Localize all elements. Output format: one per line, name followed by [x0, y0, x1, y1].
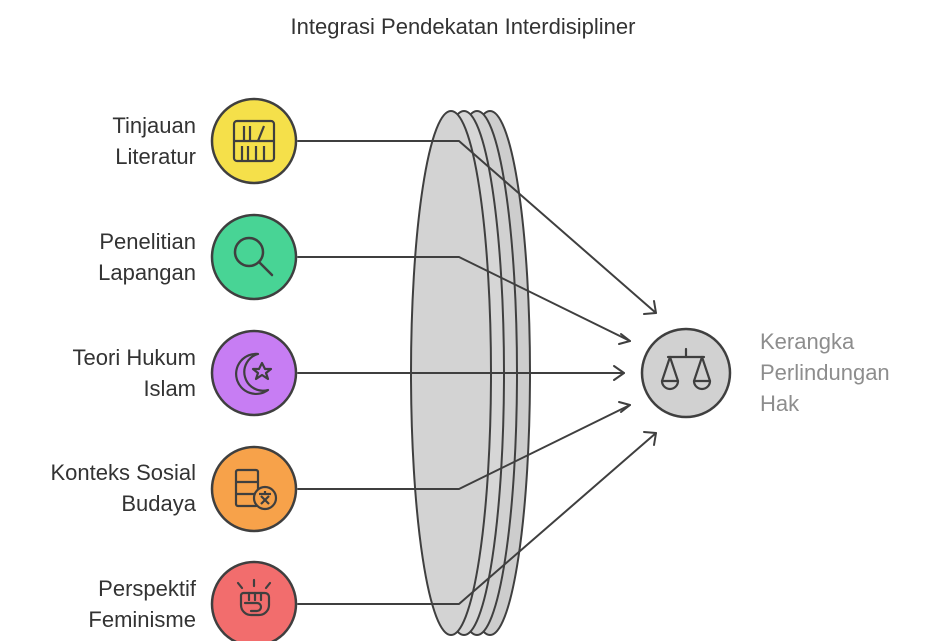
input-label-line: Perspektif: [98, 576, 196, 601]
input-node-konteks-sosial-budaya: [210, 445, 298, 533]
connector-penelitian-lapangan: [297, 256, 631, 345]
target-label-line: Kerangka: [760, 329, 855, 354]
input-label-line: Teori Hukum: [72, 345, 196, 370]
connector-perspektif-feminisme: [297, 431, 657, 605]
input-node-teori-hukum-islam: [210, 329, 298, 417]
input-node-perspektif-feminisme: [210, 560, 298, 641]
target-label-line: Perlindungan: [760, 360, 890, 385]
input-label-line: Islam: [143, 376, 196, 401]
input-label-line: Lapangan: [98, 260, 196, 285]
target-node: [640, 327, 732, 419]
input-label-konteks-sosial-budaya: Konteks Sosial Budaya: [50, 457, 196, 519]
input-label-line: Konteks Sosial: [50, 460, 196, 485]
magnifier-icon: [233, 236, 274, 277]
crescent-star-icon: [235, 352, 273, 395]
target-label-line: Hak: [760, 391, 800, 416]
input-label-line: Literatur: [115, 144, 196, 169]
raised-fist-icon: [236, 578, 272, 617]
input-label-tinjauan-literatur: Tinjauan Literatur: [112, 110, 196, 172]
connector-konteks-sosial-budaya: [297, 401, 631, 490]
connector-tinjauan-literatur: [297, 140, 657, 315]
culture-film-icon: [234, 468, 278, 511]
diagram-title: Integrasi Pendekatan Interdisipliner: [290, 14, 636, 39]
input-label-penelitian-lapangan: Penelitian Lapangan: [98, 226, 196, 288]
input-label-line: Penelitian: [99, 229, 196, 254]
target-label: Kerangka Perlindungan Hak: [760, 326, 890, 419]
input-label-line: Tinjauan: [112, 113, 196, 138]
bookshelf-icon: [232, 119, 276, 163]
input-label-teori-hukum-islam: Teori Hukum Islam: [73, 342, 196, 404]
scales-icon: [660, 347, 712, 391]
input-label-perspektif-feminisme: Perspektif Feminisme: [88, 573, 196, 635]
connector-teori-hukum-islam: [297, 365, 625, 381]
input-label-line: Feminisme: [88, 607, 196, 632]
input-node-penelitian-lapangan: [210, 213, 298, 301]
input-label-line: Budaya: [121, 491, 196, 516]
input-node-tinjauan-literatur: [210, 97, 298, 185]
